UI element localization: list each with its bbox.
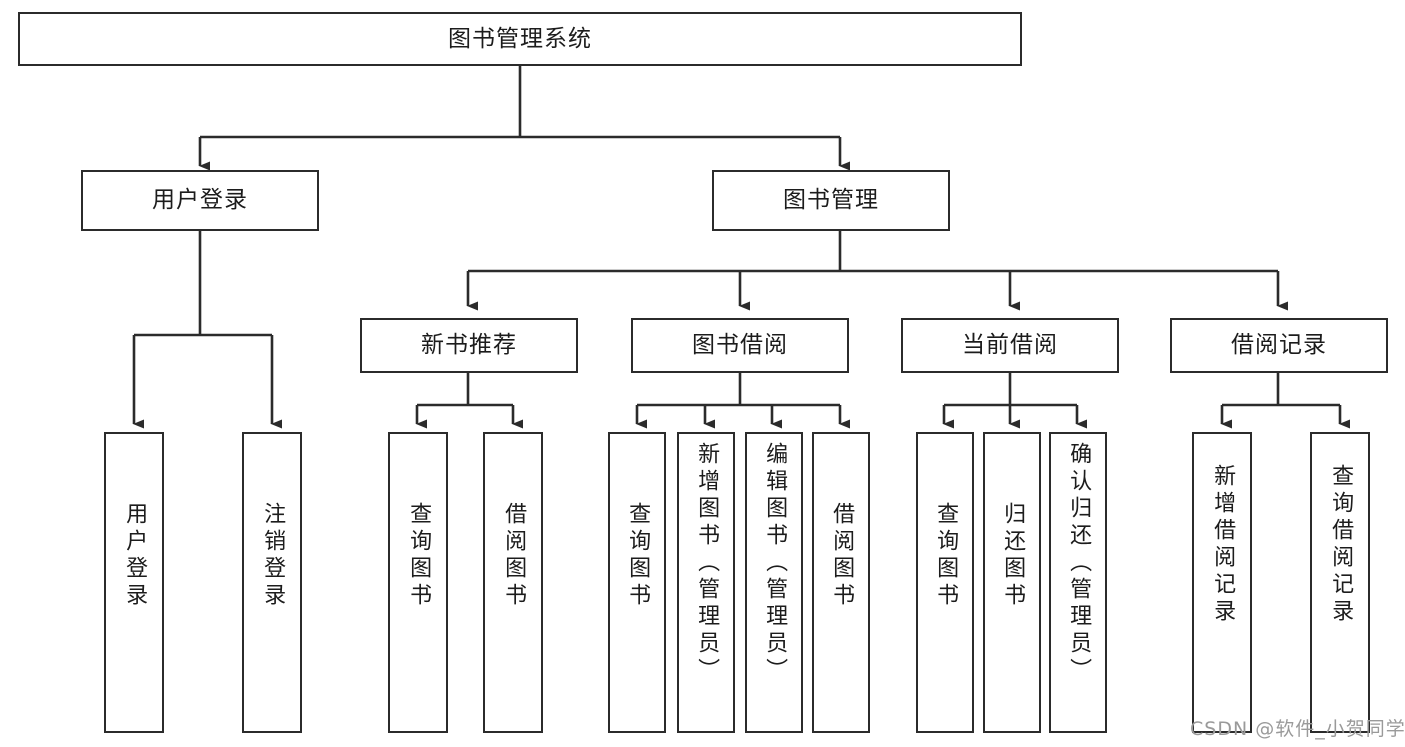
node-leaf-confirm-return-label: 确认归还（管理员） bbox=[1066, 442, 1092, 685]
node-leaf-query-book-2-label: 查询图书 bbox=[625, 502, 651, 610]
node-leaf-borrow-book-1[interactable]: 借阅图书 bbox=[483, 432, 543, 733]
node-leaf-query-book-1-label: 查询图书 bbox=[406, 502, 432, 610]
node-borrow-record[interactable]: 借阅记录 bbox=[1170, 318, 1388, 373]
node-user-login-label: 用户登录 bbox=[152, 187, 248, 214]
node-root-label: 图书管理系统 bbox=[448, 25, 592, 52]
node-leaf-user-login-label: 用户登录 bbox=[122, 502, 148, 610]
node-current-borrow[interactable]: 当前借阅 bbox=[901, 318, 1119, 373]
node-current-borrow-label: 当前借阅 bbox=[962, 332, 1058, 359]
node-book-borrow[interactable]: 图书借阅 bbox=[631, 318, 849, 373]
node-leaf-return-book[interactable]: 归还图书 bbox=[983, 432, 1041, 733]
node-leaf-borrow-book-1-label: 借阅图书 bbox=[501, 502, 527, 610]
node-leaf-query-book-3-label: 查询图书 bbox=[933, 502, 959, 610]
node-leaf-query-book-1[interactable]: 查询图书 bbox=[388, 432, 448, 733]
node-leaf-borrow-book-2-label: 借阅图书 bbox=[829, 502, 855, 610]
node-leaf-logout[interactable]: 注销登录 bbox=[242, 432, 302, 733]
node-leaf-query-book-3[interactable]: 查询图书 bbox=[916, 432, 974, 733]
node-new-book-rec[interactable]: 新书推荐 bbox=[360, 318, 578, 373]
node-leaf-return-book-label: 归还图书 bbox=[1000, 502, 1026, 610]
watermark-text: CSDN @软件_小贺同学 bbox=[1190, 718, 1405, 740]
node-leaf-add-book-label: 新增图书（管理员） bbox=[694, 442, 720, 685]
node-book-manage[interactable]: 图书管理 bbox=[712, 170, 950, 231]
node-book-borrow-label: 图书借阅 bbox=[692, 332, 788, 359]
node-book-manage-label: 图书管理 bbox=[783, 187, 879, 214]
node-leaf-add-book[interactable]: 新增图书（管理员） bbox=[677, 432, 735, 733]
node-leaf-query-book-2[interactable]: 查询图书 bbox=[608, 432, 666, 733]
node-leaf-add-record[interactable]: 新增借阅记录 bbox=[1192, 432, 1252, 733]
node-root[interactable]: 图书管理系统 bbox=[18, 12, 1022, 66]
node-leaf-logout-label: 注销登录 bbox=[260, 502, 286, 610]
node-new-book-rec-label: 新书推荐 bbox=[421, 332, 517, 359]
node-leaf-query-record-label: 查询借阅记录 bbox=[1328, 464, 1354, 626]
node-leaf-confirm-return[interactable]: 确认归还（管理员） bbox=[1049, 432, 1107, 733]
node-leaf-add-record-label: 新增借阅记录 bbox=[1210, 464, 1236, 626]
node-leaf-query-record[interactable]: 查询借阅记录 bbox=[1310, 432, 1370, 733]
node-leaf-user-login[interactable]: 用户登录 bbox=[104, 432, 164, 733]
node-leaf-borrow-book-2[interactable]: 借阅图书 bbox=[812, 432, 870, 733]
node-borrow-record-label: 借阅记录 bbox=[1231, 332, 1327, 359]
node-user-login[interactable]: 用户登录 bbox=[81, 170, 319, 231]
node-leaf-edit-book[interactable]: 编辑图书（管理员） bbox=[745, 432, 803, 733]
node-leaf-edit-book-label: 编辑图书（管理员） bbox=[762, 442, 788, 685]
